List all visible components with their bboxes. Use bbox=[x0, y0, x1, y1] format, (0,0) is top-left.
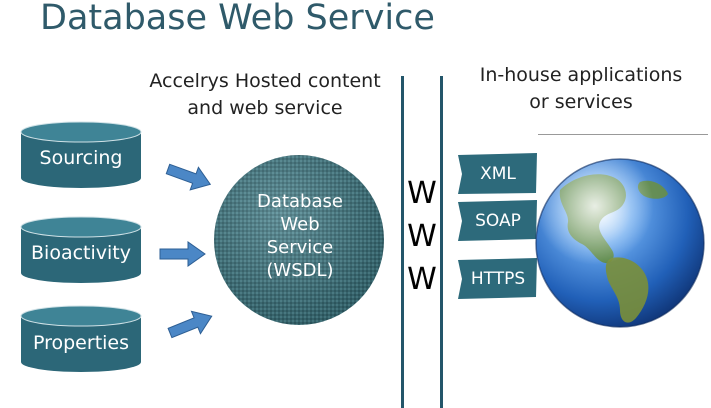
source-cylinder-properties bbox=[20, 305, 142, 372]
arrow-sourcing bbox=[165, 163, 212, 191]
arrow-bioactivity bbox=[159, 241, 206, 267]
hosted-caption: Accelrys Hosted content and web service bbox=[140, 68, 390, 122]
page-title: Database Web Service bbox=[40, 0, 435, 38]
inhouse-caption: In-house applications or services bbox=[476, 62, 686, 116]
globe-icon bbox=[535, 158, 705, 328]
source-cylinder-bioactivity bbox=[20, 216, 142, 283]
protocol-label-xml: XML bbox=[480, 164, 516, 184]
www-label: W W W bbox=[404, 172, 440, 301]
service-label-line4: (WSDL) bbox=[266, 260, 334, 281]
source-label-sourcing: Sourcing bbox=[39, 147, 123, 169]
inhouse-divider bbox=[538, 134, 708, 135]
separator-right bbox=[440, 76, 443, 408]
hosted-caption-line2: and web service bbox=[187, 97, 343, 119]
service-circle bbox=[214, 155, 384, 325]
protocol-tag-xml bbox=[458, 153, 537, 194]
service-label-line3: Service bbox=[266, 237, 334, 258]
service-label: Database Web Service (WSDL) bbox=[230, 190, 370, 282]
inhouse-caption-line1: In-house applications bbox=[479, 64, 683, 86]
protocol-label-soap: SOAP bbox=[475, 211, 521, 231]
protocol-tag-https bbox=[458, 258, 537, 299]
separator-left bbox=[401, 76, 404, 408]
source-label-properties: Properties bbox=[32, 332, 130, 354]
inhouse-caption-line2: or services bbox=[529, 91, 633, 113]
www-letter: W bbox=[407, 219, 437, 254]
www-letter: W bbox=[407, 262, 437, 297]
service-label-line2: Web bbox=[280, 214, 320, 235]
protocol-label-https: HTTPS bbox=[470, 269, 526, 289]
www-letter: W bbox=[407, 176, 437, 211]
arrow-properties bbox=[167, 310, 213, 339]
service-label-line1: Database bbox=[257, 191, 343, 212]
source-label-bioactivity: Bioactivity bbox=[31, 242, 131, 264]
protocol-tag-soap bbox=[458, 200, 537, 241]
hosted-caption-line1: Accelrys Hosted content bbox=[149, 70, 381, 92]
source-cylinder-sourcing bbox=[20, 121, 142, 188]
